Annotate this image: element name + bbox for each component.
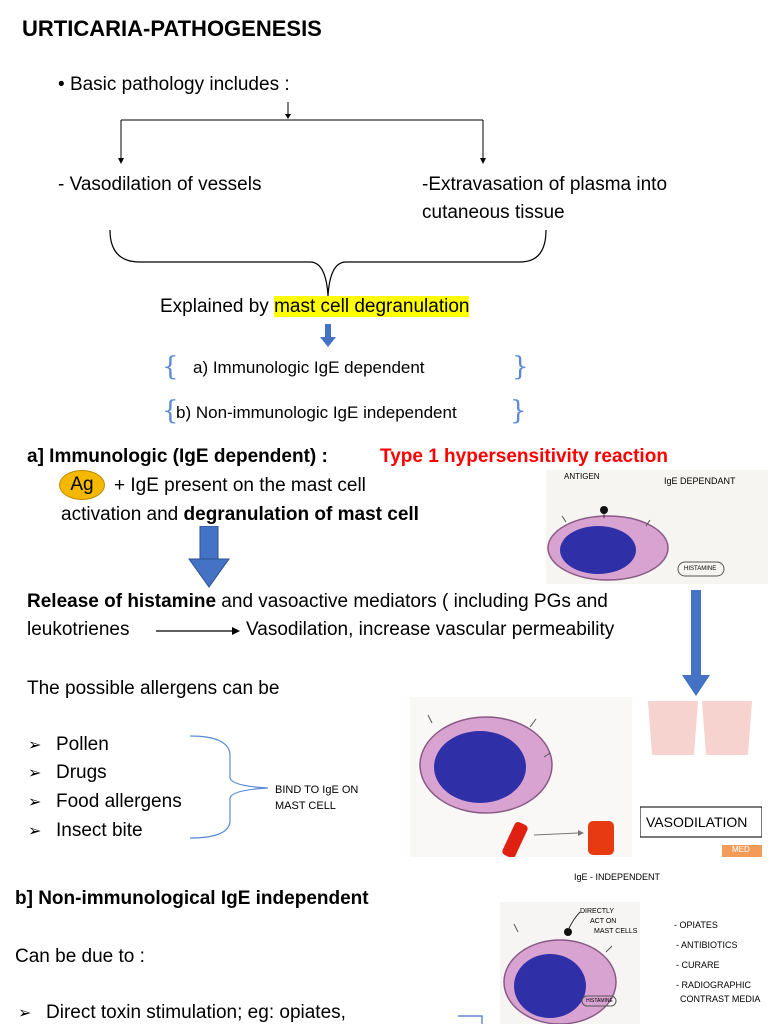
section-a-heading: a] Immunologic (IgE dependent) : [27,446,328,467]
histamine-label: HISTAMINE [586,998,613,1004]
brace-close-icon: } [510,396,527,426]
down-arrow-icon [320,324,336,347]
explained-prefix: Explained by [160,296,275,317]
vasodilation-image: VASODILATION MED [639,697,763,857]
toxin-label: Direct toxin stimulation; eg: opiates, [46,1002,346,1023]
release-rest: and vasoactive mediators ( including PGs… [216,591,608,612]
page-title: URTICARIA-PATHOGENESIS [22,16,322,41]
allergen-label: Food allergens [56,791,182,812]
branch-left: - Vasodilation of vessels [58,174,262,195]
tree-connector [109,102,547,297]
branch-right-line1: -Extravasation of plasma into [422,174,668,195]
tall-down-arrow-icon [682,590,710,696]
brace-close-icon: } [512,352,529,382]
allergen-brace [189,735,269,839]
vessel-illustration [639,701,763,857]
agent-item: - RADIOGRAPHIC [676,980,752,990]
basic-pathology-text: Basic pathology includes : [69,74,290,95]
direct-note-line1: DIRECTLY [580,908,615,915]
antigen-badge: Ag [59,470,105,500]
allergen-item: ➢Pollen [28,734,109,755]
direct-note-line3: MAST CELLS [594,928,638,935]
mast-cell-ige-independent-image: IgE - INDEPENDENT DIRECTLY ACT ON MAST C… [494,868,768,1025]
toxin-brace [458,1015,483,1024]
activation-prefix: activation and [61,504,184,525]
allergens-intro: The possible allergens can be [27,678,280,699]
med-logo: MED [732,845,750,854]
agent-item: - ANTIBIOTICS [676,940,738,950]
brace-open-icon: { [162,352,179,382]
agent-item: CONTRAST MEDIA [680,994,761,1004]
release-bold: Release of histamine [27,591,217,612]
independent-illustration [500,902,640,1025]
allergen-label: Insect bite [56,820,143,841]
type1-label: Type 1 hypersensitivity reaction [380,446,668,467]
bind-label-line2: MAST CELL [275,800,336,812]
right-arrow-icon [156,627,240,635]
activation-bold: degranulation of mast cell [183,504,419,525]
allergen-item: ➢Insect bite [28,820,143,841]
option-a: a) Immunologic IgE dependent [193,358,425,377]
ige-dependant-label: IgE DEPENDANT [664,476,736,486]
leukotrienes-text: leukotrienes [27,619,130,640]
vasodilation-label: VASODILATION [646,814,748,830]
antigen-label: ANTIGEN [564,472,600,481]
release-line: Release of histamine and vasoactive medi… [27,591,608,613]
ige-independent-label: IgE - INDEPENDENT [574,872,661,882]
can-be-due-to: Can be due to : [15,946,145,967]
mast-cell-degranulation-highlight: mast cell degranulation [274,296,470,317]
allergen-label: Drugs [56,762,107,783]
histamine-label: HISTAMINE [684,566,717,572]
branch-right-line2: cutaneous tissue [422,202,565,223]
basic-pathology-bullet: • Basic pathology includes : [58,74,290,95]
mast-cell-ige-dependent-image: ANTIGEN IgE DEPENDANT HISTAMINE [546,470,768,584]
agent-item: - OPIATES [674,920,718,930]
section-b-heading: b] Non-immunological IgE independent [15,888,369,909]
activation-line: activation and degranulation of mast cel… [61,504,419,526]
explained-by: Explained by mast cell degranulation [160,296,470,318]
option-b: b) Non-immunologic IgE independent [176,403,457,422]
big-down-arrow-icon [188,526,230,588]
mast-cell-illustration [547,506,725,581]
mast-cell-image [410,697,632,858]
allergen-label: Pollen [56,734,109,755]
mast-cell-large-illustration [419,714,614,858]
ag-ige-line: + IgE present on the mast cell [114,475,366,496]
direct-note-line2: ACT ON [590,918,617,925]
brace-open-icon: { [162,396,179,426]
allergen-item: ➢Food allergens [28,791,182,812]
agent-item: - CURARE [676,960,720,970]
bind-label-line1: BIND TO IgE ON [275,784,359,796]
allergen-item: ➢Drugs [28,762,107,783]
vasodilation-effect: Vasodilation, increase vascular permeabi… [246,619,615,640]
toxin-item: ➢Direct toxin stimulation; eg: opiates, [18,1002,346,1023]
